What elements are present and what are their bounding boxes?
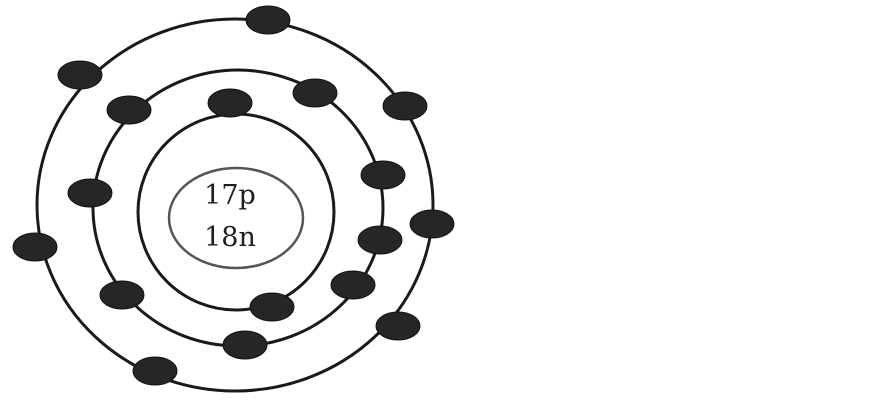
shell-2-electron-4: [67, 178, 113, 208]
shell-2-electron-5: [330, 270, 376, 300]
shell-2-electron-2: [292, 78, 338, 108]
nucleus: [167, 166, 305, 270]
shell-2-electron-3: [360, 160, 406, 190]
shell-3-electron-6: [375, 311, 421, 341]
nucleus-protons-label: 17p: [204, 180, 256, 211]
shell-2-electron-6: [99, 280, 145, 310]
shell-1-orbit: [136, 112, 336, 312]
shell-3-electron-1: [245, 5, 291, 35]
shell-1-electron-1: [207, 88, 253, 118]
shell-3-electron-7: [132, 356, 178, 386]
shell-3-electron-2: [57, 60, 103, 90]
shell-3-electron-3: [382, 91, 428, 121]
shell-3-orbit: [35, 17, 435, 393]
shell-2-electron-1: [106, 95, 152, 125]
shell-3-electron-5: [12, 232, 58, 262]
shell-1-electron-2: [249, 292, 295, 322]
nucleus-neutrons-label: 18n: [204, 222, 256, 253]
shell-3-electron-4: [409, 209, 455, 239]
electrons: [12, 5, 455, 386]
shell-2-electron-8: [357, 225, 403, 255]
shell-2-electron-7: [222, 330, 268, 360]
